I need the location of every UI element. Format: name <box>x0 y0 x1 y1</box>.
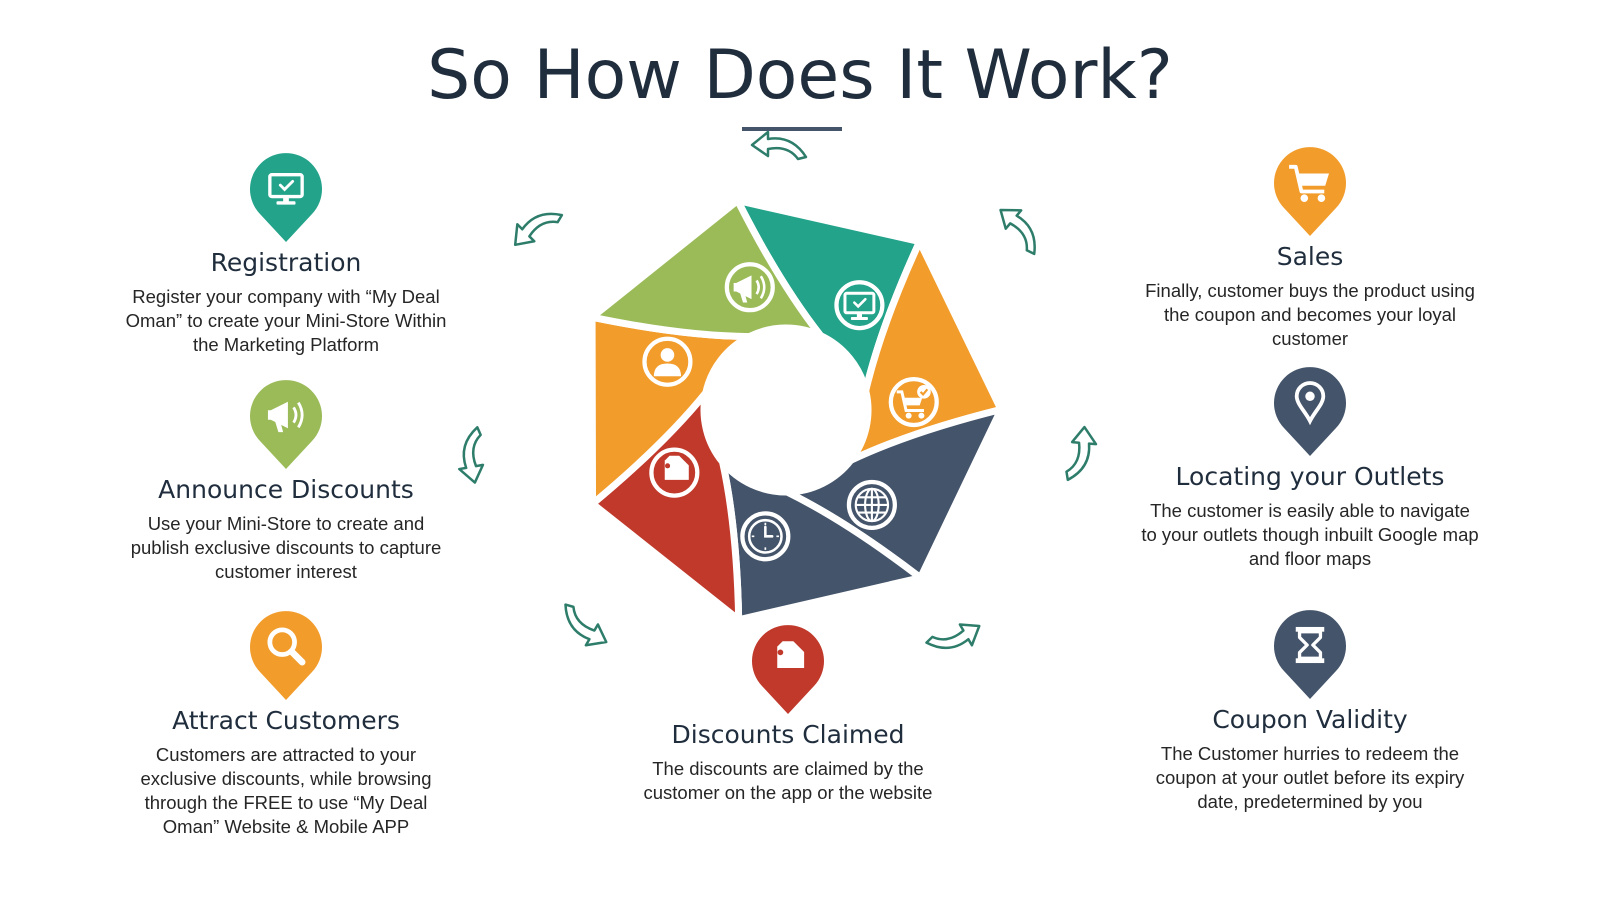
map-pin-marker <box>250 153 322 242</box>
monitor-check-icon <box>268 173 304 205</box>
megaphone-icon <box>724 262 775 313</box>
step-attract-customers: Attract Customers Customers are attracte… <box>116 608 456 839</box>
cycle-arrow-icon <box>1065 425 1098 482</box>
map-pin-marker <box>250 380 322 469</box>
search-icon <box>248 608 324 700</box>
step-description: The Customer hurries to redeem the coupo… <box>1155 743 1465 812</box>
step-description: The discounts are claimed by the custome… <box>643 758 933 803</box>
map-pin-marker <box>250 611 322 700</box>
megaphone-icon <box>267 401 304 433</box>
shopping-cart-icon <box>1272 144 1348 236</box>
step-description: Use your Mini-Store to create and publis… <box>130 513 442 582</box>
user-icon <box>642 336 693 387</box>
step-sales: Sales Finally, customer buys the product… <box>1140 144 1480 351</box>
step-title: Coupon Validity <box>1212 705 1408 734</box>
step-title: Locating your Outlets <box>1175 462 1445 491</box>
step-locating-outlets: Locating your Outlets The customer is ea… <box>1140 364 1480 571</box>
cycle-arrow-icon <box>564 603 608 647</box>
cycle-arrow-icon <box>513 212 564 247</box>
tag-icon <box>777 641 805 669</box>
step-title: Attract Customers <box>172 706 400 735</box>
cycle-arrow-icon <box>750 130 808 161</box>
cycle-arrow-icon <box>458 426 485 484</box>
step-announce-discounts: Announce Discounts Use your Mini-Store t… <box>116 377 456 584</box>
title-underline <box>742 127 842 131</box>
globe-icon <box>846 479 897 530</box>
tag-icon <box>649 447 700 498</box>
step-discounts-claimed: Discounts Claimed The discounts are clai… <box>618 622 958 805</box>
step-description: Customers are attracted to your exclusiv… <box>140 744 432 837</box>
megaphone-icon <box>248 377 324 469</box>
shopping-cart-icon <box>1289 164 1329 202</box>
monitor-check-icon <box>834 280 885 331</box>
search-icon <box>267 627 306 666</box>
location-pin-icon <box>1294 381 1326 426</box>
hourglass-icon <box>1295 626 1325 664</box>
step-coupon-validity: Coupon Validity The Customer hurries to … <box>1140 607 1480 814</box>
step-title: Sales <box>1276 242 1344 271</box>
step-description: Finally, customer buys the product using… <box>1145 280 1475 349</box>
map-pin-marker <box>1274 147 1346 236</box>
monitor-check-icon <box>248 150 324 242</box>
step-title: Registration <box>210 248 362 277</box>
map-pin-marker <box>1274 610 1346 699</box>
step-description: The customer is easily able to navigate … <box>1141 500 1479 569</box>
step-registration: Registration Register your company with … <box>116 150 456 357</box>
page-title: So How Does It Work? <box>427 36 1173 115</box>
step-description: Register your company with “My Deal Oman… <box>125 286 447 355</box>
step-title: Announce Discounts <box>158 475 414 504</box>
hourglass-icon <box>1272 607 1348 699</box>
clock-icon <box>740 511 791 562</box>
step-title: Discounts Claimed <box>671 720 905 749</box>
location-pin-icon <box>1272 364 1348 456</box>
cycle-arrow-icon <box>999 208 1036 256</box>
map-pin-marker <box>1274 367 1346 456</box>
cart-check-icon <box>888 376 939 428</box>
map-pin-marker <box>752 625 824 714</box>
tag-icon <box>750 622 826 714</box>
cycle-arrow-icon <box>925 623 981 650</box>
